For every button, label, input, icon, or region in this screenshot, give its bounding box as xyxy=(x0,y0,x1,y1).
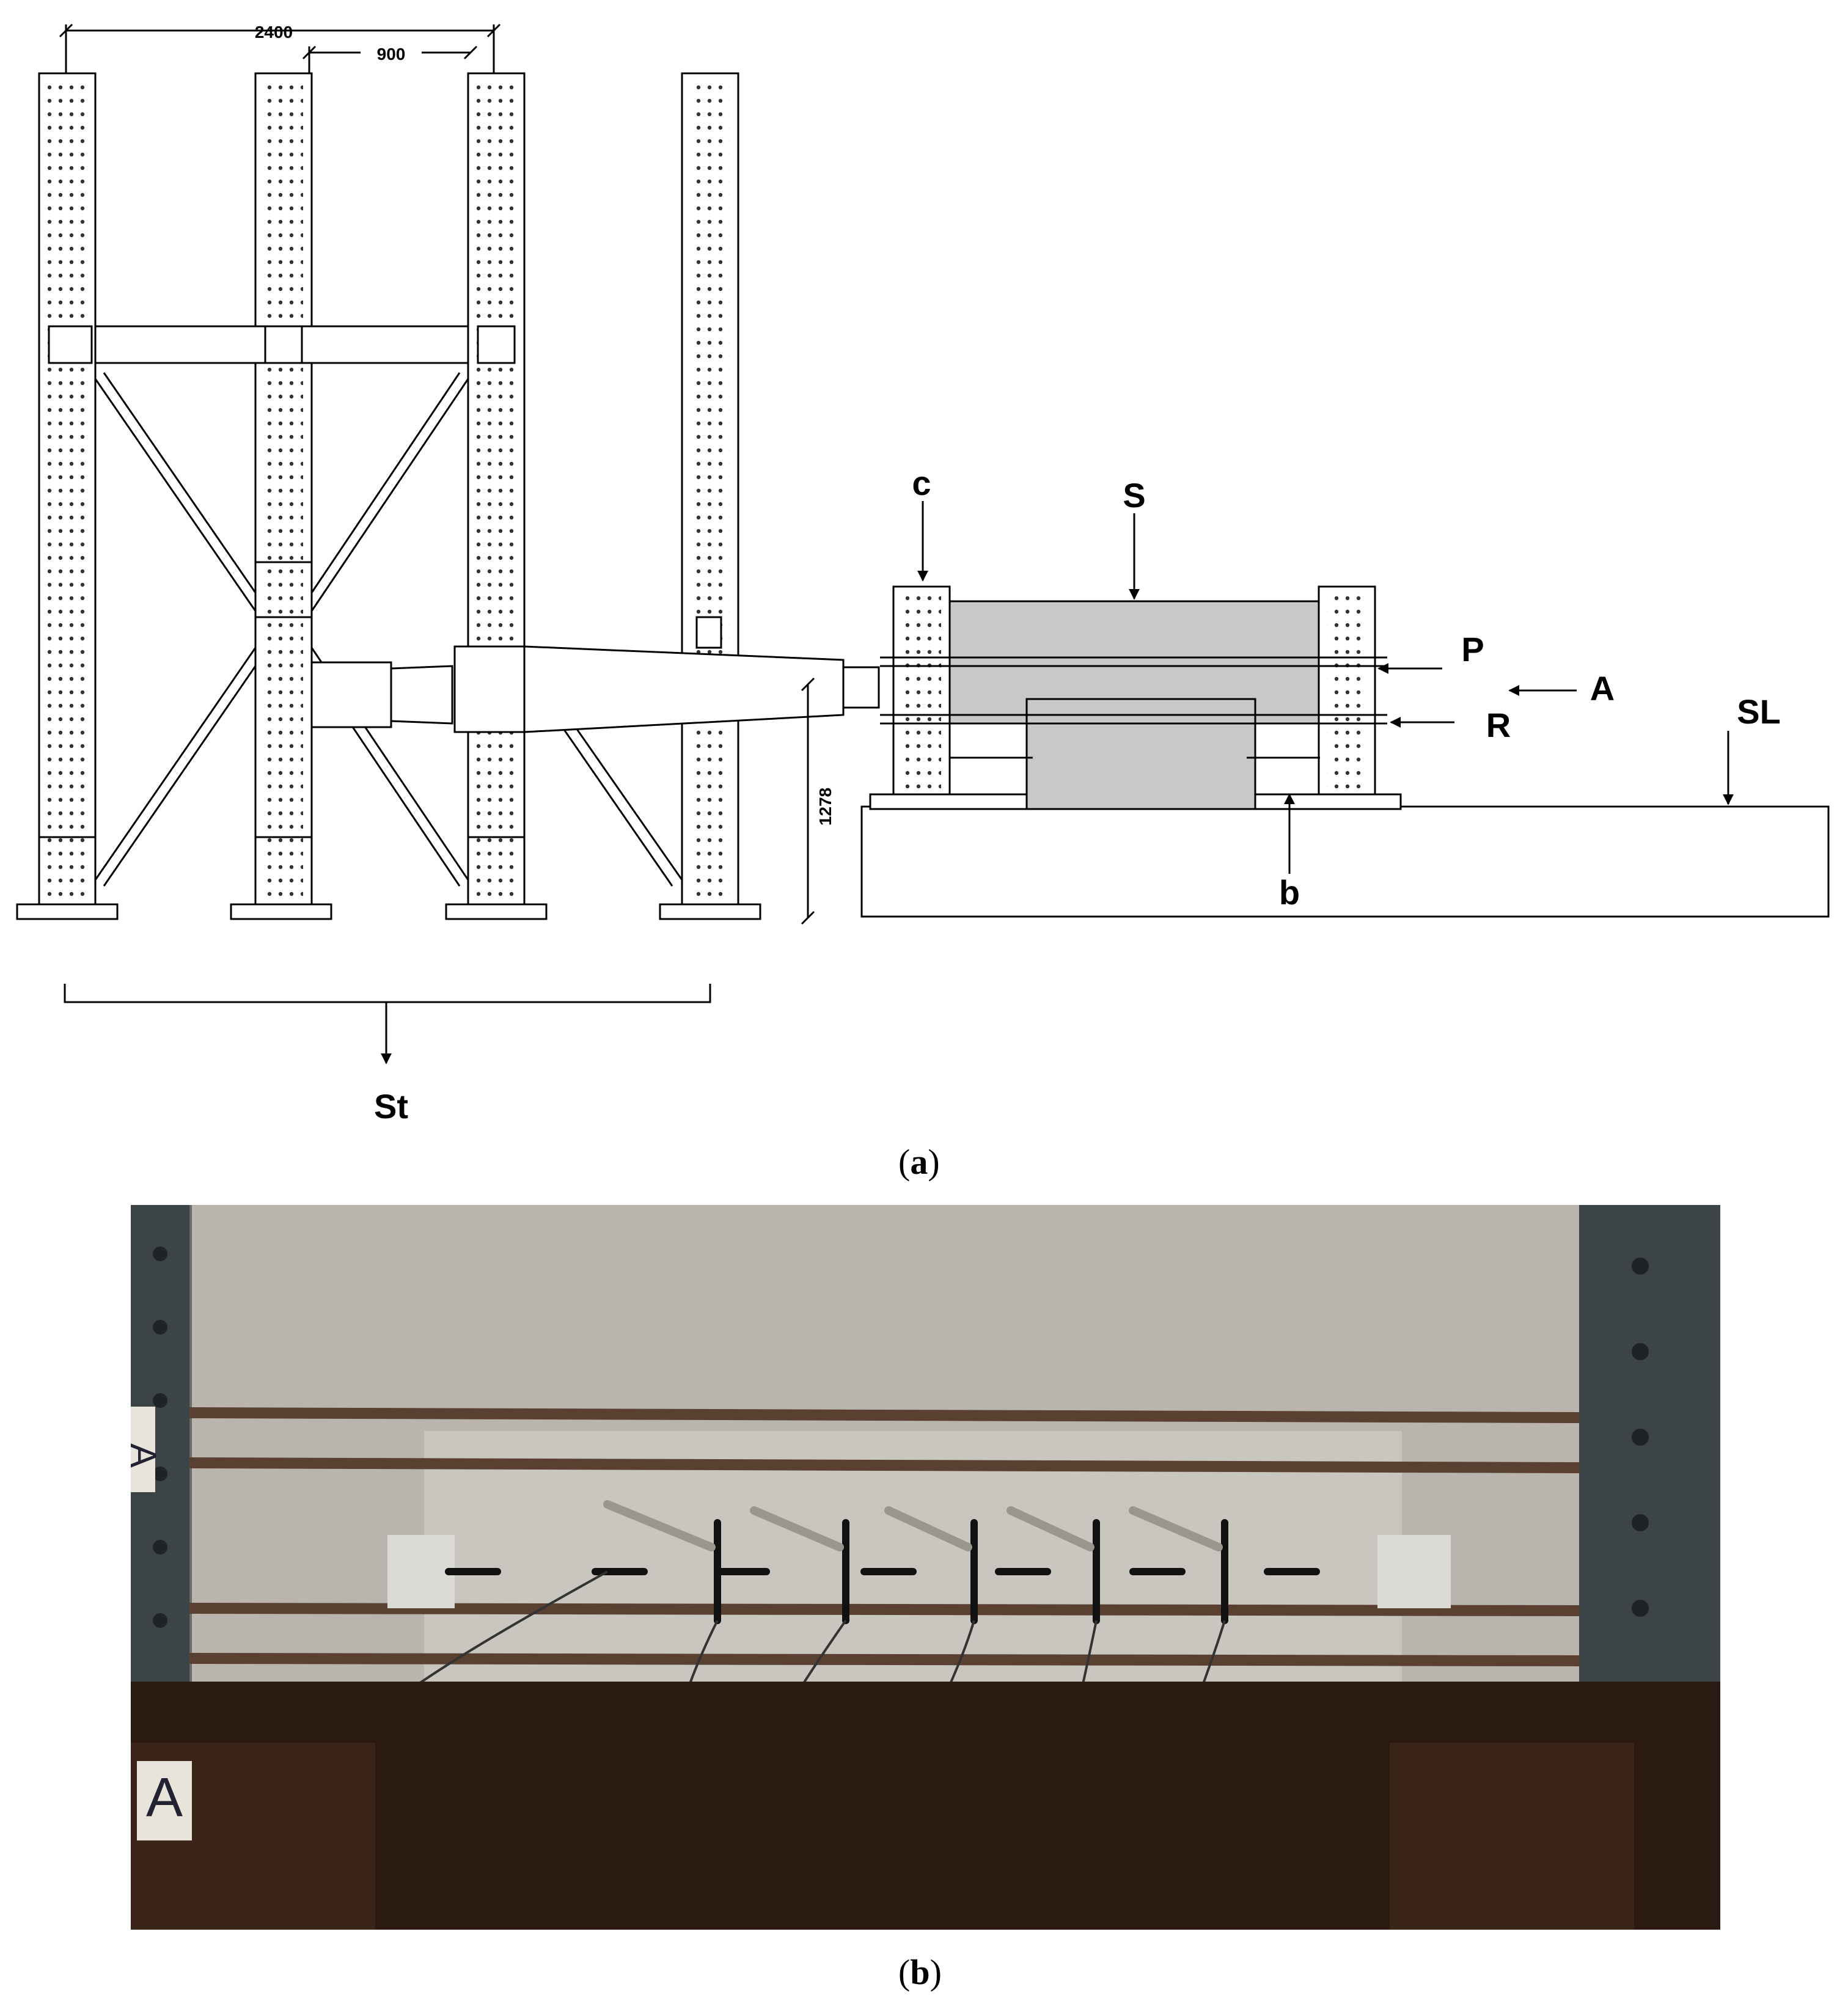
steel-frame-bracket xyxy=(64,984,711,1064)
dimension-spacing-label: 900 xyxy=(377,45,406,64)
test-photo: A A xyxy=(131,1205,1720,1930)
label-sl: SL xyxy=(1737,692,1781,731)
test-setup-drawing: 2400 900 xyxy=(16,23,1830,1126)
label-s: S xyxy=(1123,476,1145,514)
label-r: R xyxy=(1486,706,1511,744)
caption-b: (b) xyxy=(898,1952,942,1992)
threaded-bars xyxy=(189,1407,1580,1666)
marker-a-lower: A xyxy=(146,1767,183,1828)
dimension-width xyxy=(59,23,501,73)
label-p: P xyxy=(1461,630,1484,668)
dimension-height xyxy=(801,677,815,925)
lvdt-sensors xyxy=(445,1519,1320,1624)
label-b: b xyxy=(1279,873,1300,912)
label-st: St xyxy=(374,1087,408,1126)
dimension-height-label: 1278 xyxy=(816,788,835,826)
caption-a: (a) xyxy=(898,1142,940,1182)
label-a: A xyxy=(1590,669,1615,708)
steel-frame xyxy=(16,72,880,920)
marker-a-upper: A xyxy=(131,1443,164,1468)
dimension-width-label: 2400 xyxy=(255,23,293,42)
specimen-assembly xyxy=(860,585,1830,918)
label-c: c xyxy=(912,464,931,502)
strong-floor xyxy=(860,805,1830,918)
